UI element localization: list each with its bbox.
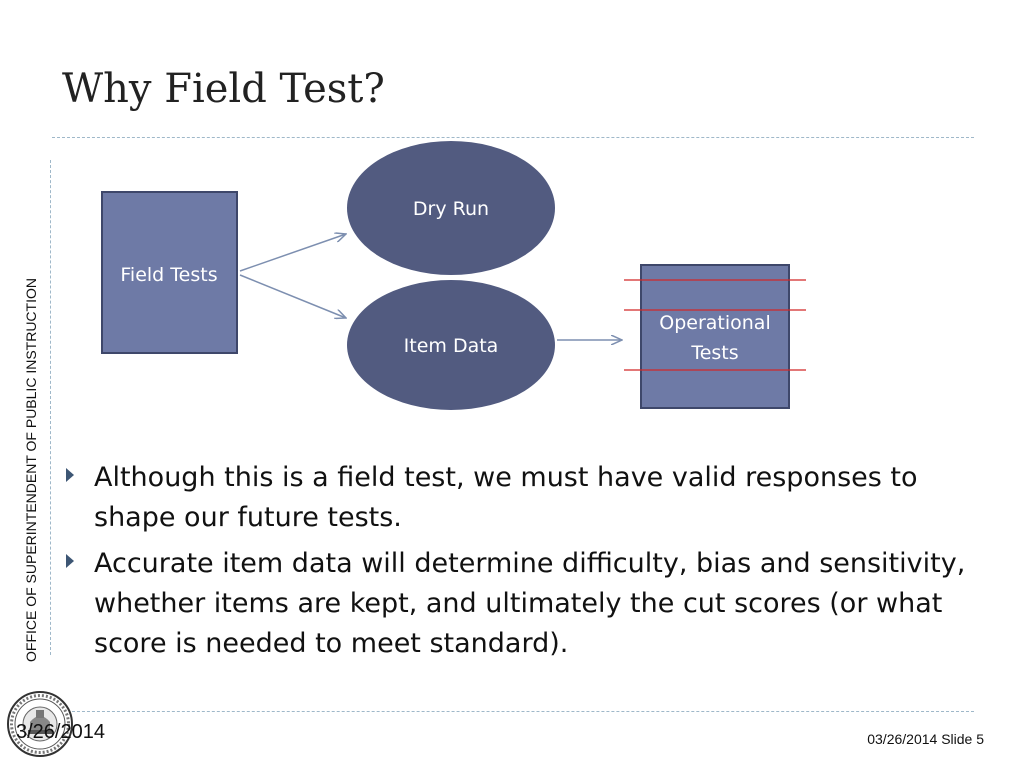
slide-title: Why Field Test? [62, 66, 385, 112]
item-data-label: Item Data [404, 335, 499, 357]
bullet-text: Although this is a field test, we must h… [94, 462, 918, 533]
dry-run-label: Dry Run [413, 198, 489, 220]
bullet-arrow-icon [66, 554, 74, 568]
bullet-text: Accurate item data will determine diffic… [94, 548, 966, 659]
side-divider [50, 160, 51, 655]
footer-date: 3/26/2014 [16, 721, 105, 743]
dry-run-node: Dry Run [347, 141, 555, 275]
operational-tests-node: Operational Tests [640, 264, 790, 409]
field-tests-label: Field Tests [120, 264, 217, 286]
bullet-list: Although this is a field test, we must h… [66, 458, 966, 670]
operational-tests-label-line2: Tests [690, 342, 738, 364]
item-data-node: Item Data [347, 280, 555, 410]
operational-tests-label-line1: Operational [659, 312, 770, 334]
footer-slide-info: 03/26/2014 Slide 5 [867, 731, 984, 747]
ospi-seal-icon [7, 691, 73, 757]
footer-divider [52, 711, 974, 712]
arrow-field-to-dry-run [239, 234, 346, 272]
bullet-item: Accurate item data will determine diffic… [66, 544, 966, 664]
arrow-field-to-item-data [239, 274, 346, 318]
title-divider [52, 137, 974, 138]
bullet-item: Although this is a field test, we must h… [66, 458, 966, 538]
field-tests-node: Field Tests [101, 191, 238, 354]
bullet-arrow-icon [66, 468, 74, 482]
